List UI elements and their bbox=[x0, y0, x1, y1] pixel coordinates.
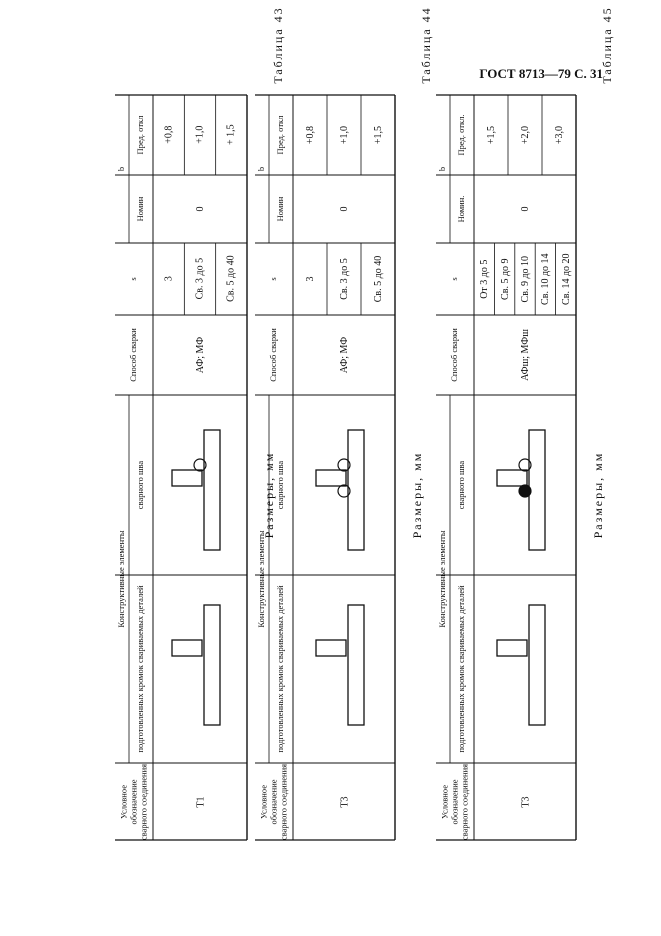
header-designation: Условное обозначение сварного соединения bbox=[258, 763, 288, 840]
header-method: Способ сварки bbox=[128, 328, 139, 382]
s-value: 3 bbox=[163, 276, 175, 282]
dimensions-label: Размеры, мм bbox=[409, 451, 424, 539]
nominal-value: 0 bbox=[519, 206, 531, 212]
deviation-value: +1,5 bbox=[485, 125, 497, 145]
s-value: 3 bbox=[304, 276, 316, 282]
joint-designation: Т1 bbox=[194, 795, 206, 808]
welding-method: АФ; МФ bbox=[194, 336, 206, 374]
welding-method: АФ; МФ bbox=[338, 336, 350, 374]
welding-method: АФш; МФш bbox=[519, 329, 531, 381]
header-prepared: подготовленных кромок свариваемых детале… bbox=[275, 585, 286, 753]
header-method: Способ сварки bbox=[268, 328, 279, 382]
weld-drawing bbox=[171, 429, 221, 551]
header-nominal: Номин bbox=[275, 196, 286, 222]
table-grid bbox=[255, 94, 396, 841]
prepared-edges-drawing bbox=[496, 604, 546, 726]
header-s: s bbox=[268, 277, 279, 281]
header-b: b bbox=[256, 166, 267, 172]
table-44: Условное обозначение сварного соединения… bbox=[255, 6, 435, 841]
header-deviation: Пред. откл. bbox=[456, 114, 467, 156]
s-value: Св. 3 до 5 bbox=[338, 258, 350, 300]
header-deviation: Пред. откл bbox=[135, 115, 146, 155]
joint-designation: Т3 bbox=[519, 795, 531, 808]
header-s: s bbox=[128, 277, 139, 281]
dimensions-label: Размеры, мм bbox=[590, 451, 605, 539]
page-header: ГОСТ 8713—79 С. 31 bbox=[0, 66, 661, 82]
joint-designation: Т3 bbox=[338, 795, 350, 808]
header-designation: Условное обозначение сварного соединения bbox=[439, 763, 469, 840]
s-value: Св. 3 до 5 bbox=[194, 258, 206, 300]
s-value: Св. 5 до 40 bbox=[372, 255, 384, 303]
header-prepared: подготовленных кромок свариваемых детале… bbox=[456, 585, 467, 753]
deviation-value: +1,0 bbox=[338, 125, 350, 145]
page-title: ГОСТ 8713—79 С. 31 bbox=[479, 66, 603, 81]
deviation-value: +1,0 bbox=[194, 125, 206, 145]
s-value: Св. 5 до 9 bbox=[499, 258, 511, 300]
header-b: b bbox=[437, 166, 448, 172]
header-b: b bbox=[116, 166, 127, 172]
header-construct: Конструктивные элементы bbox=[437, 530, 448, 628]
table-grid bbox=[436, 94, 577, 841]
deviation-value: +1,5 bbox=[372, 125, 384, 145]
s-value: Св. 14 до 20 bbox=[560, 253, 572, 305]
deviation-value: +0,8 bbox=[304, 125, 316, 145]
table-label: Таблица 44 bbox=[418, 6, 433, 84]
prepared-edges-drawing bbox=[171, 604, 221, 726]
header-designation: Условное обозначение сварного соединения bbox=[118, 763, 148, 840]
table-label: Таблица 43 bbox=[270, 6, 285, 84]
header-weld: сварного шва bbox=[456, 460, 467, 510]
deviation-value: +3,0 bbox=[553, 125, 565, 145]
weld-drawing bbox=[496, 429, 546, 551]
table-43: Условное обозначение сварного соединения… bbox=[115, 6, 287, 841]
deviation-value: + 1,5 bbox=[225, 124, 237, 146]
header-construct: Конструктивные элементы bbox=[116, 530, 127, 628]
header-deviation: Пред. откл bbox=[275, 115, 286, 155]
header-prepared: подготовленных кромок свариваемых детале… bbox=[135, 585, 146, 753]
header-construct: Конструктивные элементы bbox=[256, 530, 267, 628]
nominal-value: 0 bbox=[338, 206, 350, 212]
weld-drawing bbox=[315, 429, 365, 551]
header-weld: сварного шва bbox=[135, 460, 146, 510]
nominal-value: 0 bbox=[194, 206, 206, 212]
header-nominal: Номин. bbox=[456, 195, 467, 223]
deviation-value: +0,8 bbox=[163, 125, 175, 145]
deviation-value: +2,0 bbox=[519, 125, 531, 145]
s-value: От 3 до 5 bbox=[478, 259, 490, 299]
header-method: Способ сварки bbox=[449, 328, 460, 382]
prepared-edges-drawing bbox=[315, 604, 365, 726]
header-weld: сварного шва bbox=[275, 460, 286, 510]
table-grid bbox=[115, 94, 248, 841]
s-value: Св. 9 до 10 bbox=[519, 255, 531, 303]
s-value: Св. 5 до 40 bbox=[225, 255, 237, 303]
header-s: s bbox=[449, 277, 460, 281]
s-value: Св. 10 до 14 bbox=[539, 253, 551, 305]
table-label: Таблица 45 bbox=[599, 6, 614, 84]
header-nominal: Номин bbox=[135, 196, 146, 222]
table-45: Условное обозначение сварного соединения… bbox=[436, 6, 616, 841]
